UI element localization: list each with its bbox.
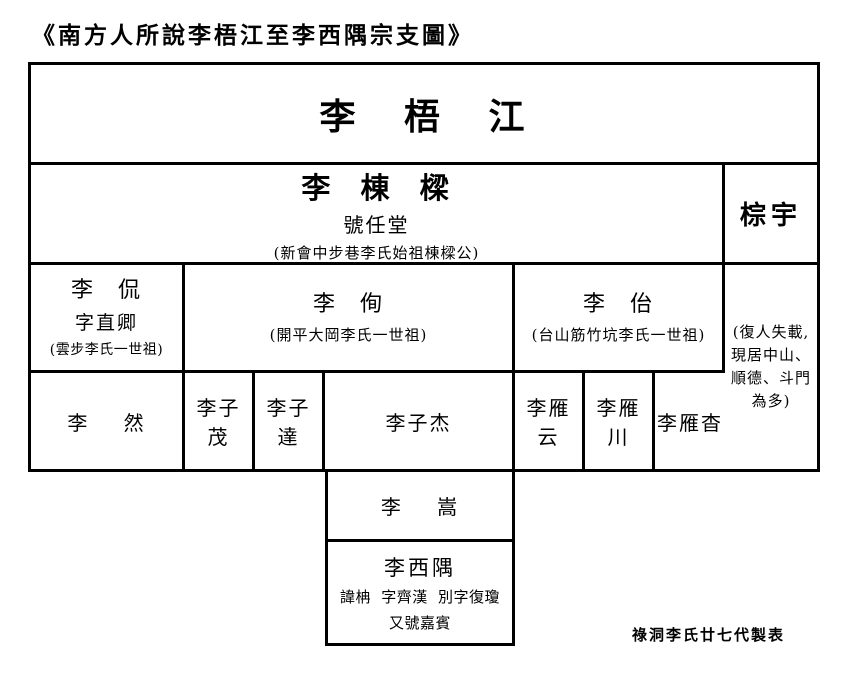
person-note: (台山筋竹坑李氏一世祖) <box>531 326 706 345</box>
person-name: 李西隅 <box>384 556 456 581</box>
side-note-line: (復人失載, <box>732 322 810 341</box>
person-name: 李 嵩 <box>380 495 460 519</box>
person-detail: 諱柟 字齊漢 別字復瓊 <box>339 588 501 607</box>
node-li-yanchuan: 李雁川 <box>585 373 655 469</box>
person-name: 李雁川 <box>596 396 641 449</box>
node-li-song: 李 嵩 <box>325 469 515 542</box>
person-note: (開平大岡李氏一世祖) <box>269 326 428 345</box>
person-name: 李雁云 <box>526 396 571 449</box>
person-name: 李子茂 <box>196 396 241 449</box>
person-note: (雲步李氏一世祖) <box>49 342 164 359</box>
person-name: 李 梧 江 <box>319 95 529 138</box>
person-name: 李雁杳 <box>657 410 723 435</box>
node-li-dongliang: 李 棟 樑 號任堂 (新會中步巷李氏始祖棟樑公) <box>31 165 725 265</box>
node-li-xun: 李 侚 (開平大岡李氏一世祖) <box>185 265 515 373</box>
node-li-yanyun: 李雁云 <box>515 373 585 469</box>
node-li-zida: 李子達 <box>255 373 325 469</box>
person-name: 李子杰 <box>385 410 452 435</box>
pedigree-table: 李 梧 江 李 棟 樑 號任堂 (新會中步巷李氏始祖棟樑公) 棕宇 李 侃 字直… <box>28 62 820 472</box>
node-li-ran: 李 然 <box>31 373 185 469</box>
node-li-wujiang: 李 梧 江 <box>31 65 817 165</box>
side-note: (復人失載, 現居中山、 順德、斗門 為多) <box>725 265 817 469</box>
person-name: 李子達 <box>266 396 311 449</box>
node-zongyu: 棕宇 <box>725 165 817 265</box>
node-li-kan: 李 侃 字直卿 (雲步李氏一世祖) <box>31 265 185 373</box>
side-note-line: 順德、斗門 <box>730 369 811 387</box>
credit-note: 祿洞李氏廿七代製表 <box>632 626 786 644</box>
side-note-line: 現居中山、 <box>730 345 811 364</box>
person-name: 李 侚 <box>313 291 384 317</box>
person-detail: 又號嘉賓 <box>388 613 451 632</box>
person-name: 李 佁 <box>583 291 654 317</box>
person-note: (新會中步巷李氏始祖棟樑公) <box>273 243 480 262</box>
node-li-zijie: 李子杰 <box>325 373 515 469</box>
person-courtesy: 字直卿 <box>74 312 138 335</box>
person-alias: 號任堂 <box>343 212 410 237</box>
node-li-yanyao: 李雁杳 <box>655 373 725 469</box>
node-li-xiyu: 李西隅 諱柟 字齊漢 別字復瓊 又號嘉賓 <box>325 539 515 646</box>
person-name: 棕宇 <box>739 201 802 231</box>
page-title: 《南方人所說李梧江至李西隅宗支圖》 <box>32 22 474 49</box>
side-note-line: 為多) <box>751 392 791 411</box>
person-name: 李 棟 樑 <box>301 170 452 205</box>
person-name: 李 侃 <box>71 277 142 303</box>
node-li-yi: 李 佁 (台山筋竹坑李氏一世祖) <box>515 265 725 373</box>
node-li-zimao: 李子茂 <box>185 373 255 469</box>
person-name: 李 然 <box>67 410 146 435</box>
